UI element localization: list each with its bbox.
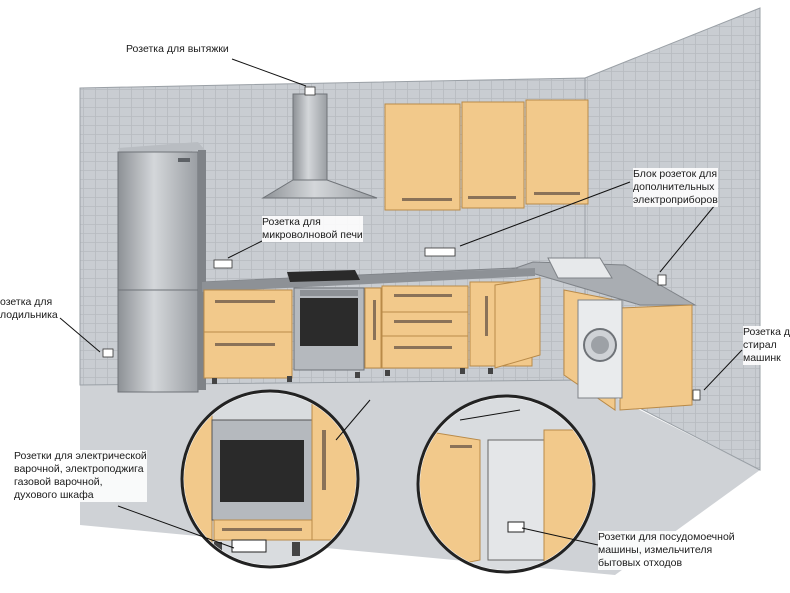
outlet-hood bbox=[304, 86, 316, 96]
label-cooktop-outlets: Розетки для электрической варочной, элек… bbox=[14, 450, 147, 502]
oven bbox=[293, 287, 365, 371]
countertop bbox=[201, 257, 697, 306]
label-line: варочной, электроподжига bbox=[14, 463, 144, 475]
label-line: машины, измельчителя bbox=[598, 544, 713, 556]
range-hood bbox=[261, 93, 378, 199]
outlet-microwave bbox=[213, 259, 233, 269]
washing-machine bbox=[577, 299, 623, 399]
legs bbox=[212, 368, 493, 384]
label-line: бытовых отходов bbox=[598, 557, 683, 569]
wall-outlets bbox=[102, 86, 701, 401]
label-line: духового шкафа bbox=[14, 489, 94, 501]
zoom-detail-oven bbox=[180, 389, 360, 569]
upper-cabinets bbox=[384, 99, 589, 211]
outlet-fridge bbox=[102, 348, 114, 358]
outlet-block bbox=[424, 247, 456, 257]
label-line: газовой варочной, bbox=[14, 476, 103, 488]
lower-cabinets bbox=[203, 277, 693, 411]
label-line: озетка для bbox=[0, 296, 53, 308]
label-line: дополнительных bbox=[633, 181, 715, 193]
label-line: машинк bbox=[743, 352, 781, 364]
label-outlet-block: Блок розеток для дополнительных электроп… bbox=[633, 168, 718, 207]
label-washer-outlet: Розетка д стирал машинк bbox=[743, 326, 790, 365]
label-fridge-outlet: озетка для лодильника bbox=[0, 296, 58, 322]
label-line: Розетки для посудомоечной bbox=[598, 531, 735, 543]
label-line: Розетка для bbox=[262, 216, 321, 228]
label-line: Блок розеток для bbox=[633, 168, 718, 180]
label-line: Розетка д bbox=[743, 326, 790, 338]
outlet-washer bbox=[692, 389, 701, 401]
label-microwave-outlet: Розетка для микроволновой печи bbox=[262, 216, 363, 242]
label-dishwasher-outlets: Розетки для посудомоечной машины, измель… bbox=[598, 531, 735, 570]
label-line: электроприборов bbox=[633, 194, 718, 206]
callout-lines bbox=[59, 58, 743, 549]
outlet-extra bbox=[657, 274, 667, 286]
label-line: лодильника bbox=[0, 309, 58, 321]
label-line: Розетка для вытяжки bbox=[126, 43, 229, 55]
label-line: Розетки для электрической bbox=[14, 450, 147, 462]
label-line: стирал bbox=[743, 339, 777, 351]
zoom-detail-dishwasher bbox=[416, 394, 596, 574]
label-line: микроволновой печи bbox=[262, 229, 363, 241]
refrigerator bbox=[117, 142, 206, 393]
label-hood-outlet: Розетка для вытяжки bbox=[126, 43, 229, 56]
